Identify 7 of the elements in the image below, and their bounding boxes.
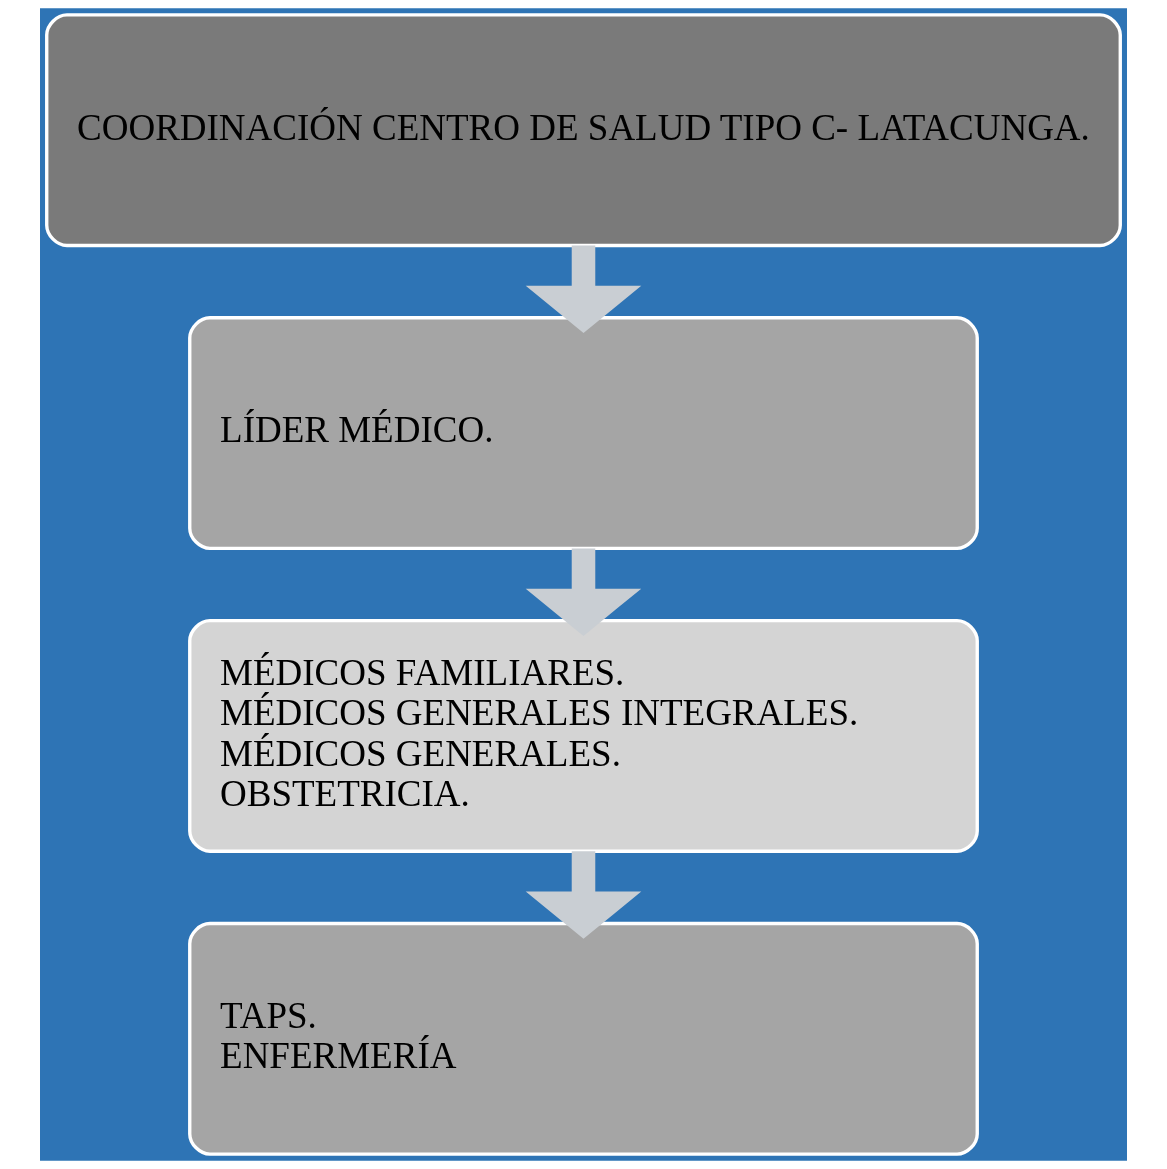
node-box: TAPS. ENFERMERÍA [188,921,979,1156]
arrow [525,245,642,333]
node-box: LÍDER MÉDICO. [188,316,979,550]
node-box: COORDINACIÓN CENTRO DE SALUD TIPO C- LATACUNGA. [45,13,1122,248]
arrow [525,548,642,636]
arrow [525,851,642,939]
node-box: MÉDICOS FAMILIARES. MÉDICOS GENERALES INTEGRALES. MÉDICOS GENERALES. OBSTETRICIA. [188,619,979,853]
